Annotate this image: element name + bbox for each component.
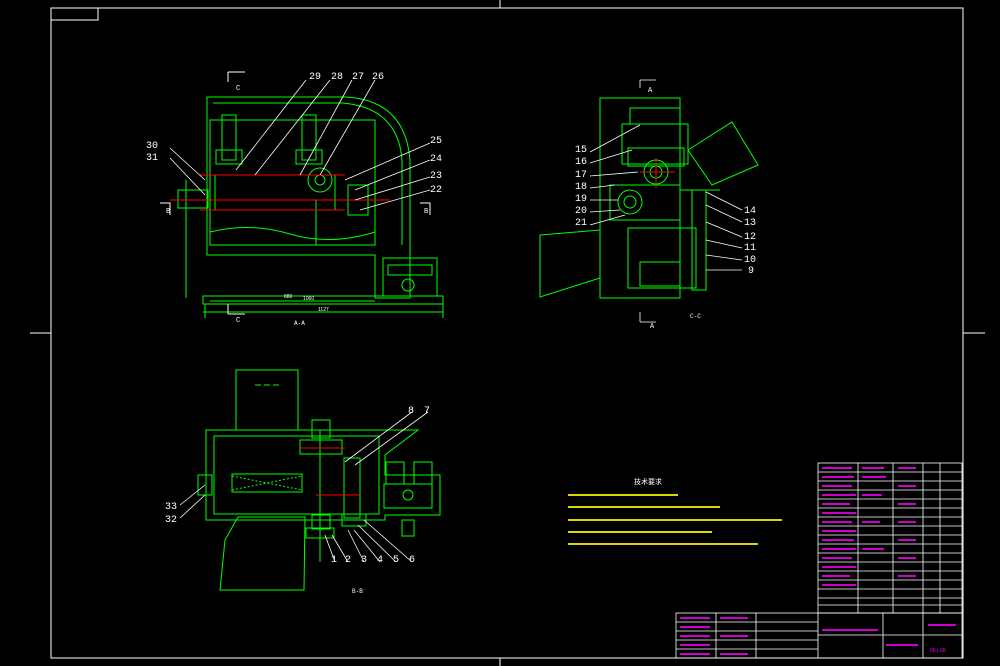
- parts-list-table: [817, 462, 963, 614]
- part-29: 29: [309, 72, 321, 83]
- front-view-title: A-A: [294, 320, 305, 327]
- part-25: 25: [430, 136, 442, 147]
- parts-list-entries: [822, 467, 916, 586]
- part-26: 26: [372, 72, 384, 83]
- part-7: 7: [424, 406, 430, 417]
- plan-view: [197, 369, 441, 591]
- title-block-entries: [680, 617, 956, 655]
- part-19: 19: [575, 194, 587, 205]
- dimension-base: 1060: [303, 296, 314, 302]
- side-view-title: C-C: [690, 313, 701, 320]
- part-8: 8: [408, 406, 414, 417]
- part-31: 31: [146, 153, 158, 164]
- side-view: [539, 97, 759, 299]
- drawing-number: 00-j-00: [930, 648, 946, 654]
- front-view: [177, 96, 444, 318]
- side-part-numbers: 15 16 17 18 19 20 21 14 13 12 11 10 9: [575, 145, 756, 277]
- dimension-inner-label: 880: [284, 294, 293, 300]
- title-block: [675, 612, 963, 659]
- part-32: 32: [165, 515, 177, 526]
- front-section-b-right: B: [424, 208, 428, 216]
- front-section-c-top: C: [236, 85, 240, 93]
- side-view-leaders: [589, 79, 743, 323]
- front-section-c-bottom: C: [236, 317, 240, 325]
- part-9: 9: [748, 266, 754, 277]
- part-5: 5: [393, 555, 399, 566]
- part-14: 14: [744, 206, 756, 217]
- part-33: 33: [165, 502, 177, 513]
- front-section-b-left: B: [166, 208, 170, 216]
- technical-notes-title: 技术要求: [634, 477, 662, 487]
- side-section-a-top: A: [648, 87, 653, 95]
- part-2: 2: [345, 555, 351, 566]
- part-17: 17: [575, 170, 587, 181]
- part-10: 10: [744, 255, 756, 266]
- part-12: 12: [744, 232, 756, 243]
- drawing-frame: [30, 0, 985, 666]
- front-view-section-marks: [160, 71, 431, 315]
- side-section-a-bottom: A: [650, 323, 655, 331]
- part-28: 28: [331, 72, 343, 83]
- part-13: 13: [744, 218, 756, 229]
- part-22: 22: [430, 185, 442, 196]
- front-view-centerlines: [170, 174, 390, 211]
- part-20: 20: [575, 206, 587, 217]
- plan-view-title: B-B: [352, 588, 363, 595]
- part-30: 30: [146, 141, 158, 152]
- side-view-centerlines: [640, 158, 675, 188]
- technical-notes-lines: [568, 494, 782, 545]
- part-16: 16: [575, 157, 587, 168]
- front-view-leaders: [169, 79, 431, 211]
- dimension-overall: 1127: [318, 307, 329, 313]
- part-18: 18: [575, 182, 587, 193]
- part-15: 15: [575, 145, 587, 156]
- plan-view-accents: [300, 447, 360, 496]
- part-27: 27: [352, 72, 364, 83]
- plan-part-numbers: 8 7 33 32 1 2 3 4 5 6: [165, 406, 430, 566]
- front-part-numbers: 29 28 27 26 30 31 25 24 23 22: [146, 72, 442, 196]
- plan-view-leaders: [179, 411, 429, 563]
- part-24: 24: [430, 154, 442, 165]
- part-23: 23: [430, 171, 442, 182]
- part-21: 21: [575, 218, 587, 229]
- part-6: 6: [409, 555, 415, 566]
- part-3: 3: [361, 555, 367, 566]
- part-4: 4: [377, 555, 383, 566]
- part-1: 1: [331, 555, 337, 566]
- part-11: 11: [744, 243, 756, 254]
